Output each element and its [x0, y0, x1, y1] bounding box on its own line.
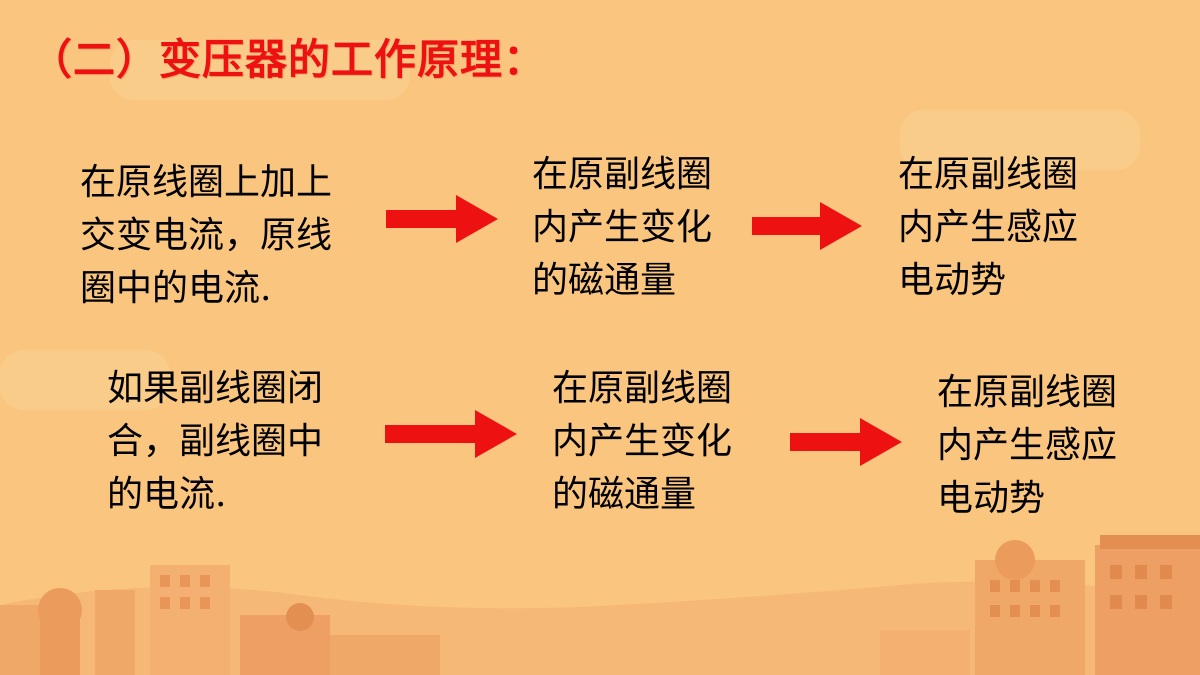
- row1-step1-text: 在原线圈上加上 交变电流，原线 圈中的电流.: [80, 162, 333, 309]
- arrow-right-icon: [752, 202, 862, 250]
- row1-step2-text: 在原副线圈 内产生变化 的磁通量: [532, 154, 713, 301]
- row1-step3-text: 在原副线圈 内产生感应 电动势: [898, 154, 1079, 301]
- skyline-illustration: [0, 535, 1200, 675]
- row2-step1-text: 如果副线圈闭 合，副线圈中 的电流.: [107, 368, 324, 515]
- row2-step3-text: 在原副线圈 内产生感应 电动势: [937, 372, 1118, 519]
- background-cloud: [0, 350, 170, 410]
- arrow-right-icon: [385, 410, 517, 458]
- slide-title: （二）变压器的工作原理：: [30, 35, 547, 84]
- arrow-right-icon: [386, 195, 498, 243]
- row2-step2-text: 在原副线圈 内产生变化 的磁通量: [552, 368, 733, 515]
- background-cloud: [110, 40, 410, 100]
- background-cloud: [900, 110, 1140, 170]
- arrow-right-icon: [790, 418, 902, 466]
